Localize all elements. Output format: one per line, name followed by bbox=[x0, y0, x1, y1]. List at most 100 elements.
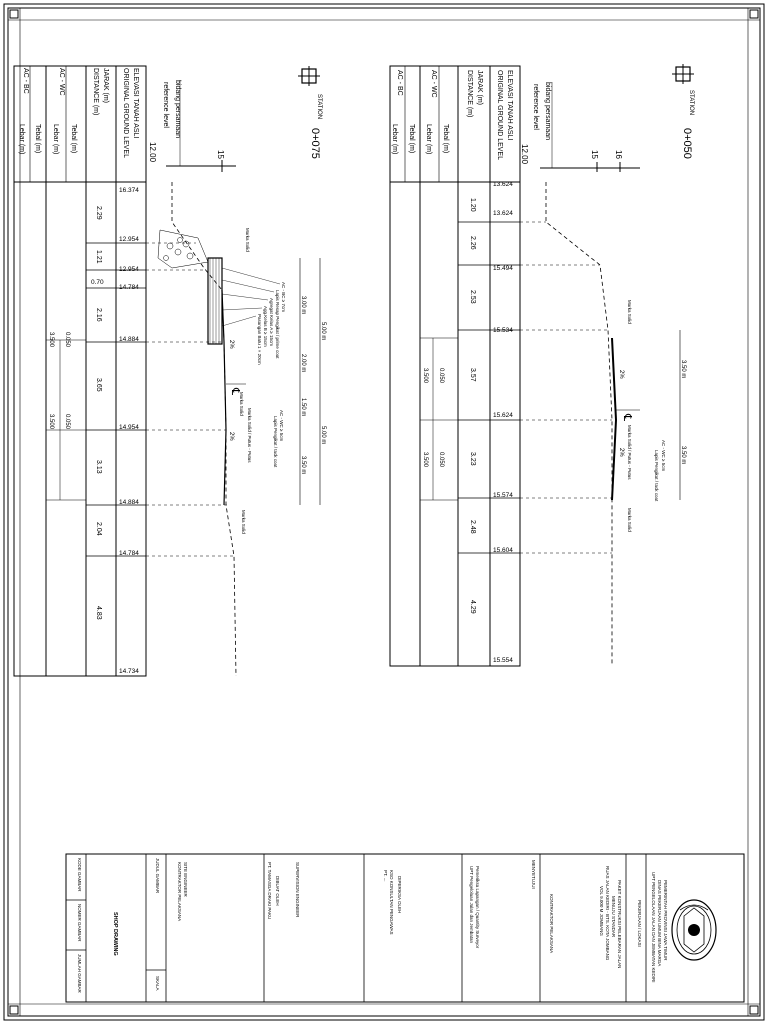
made-line-2: KONTRAKTOR PELAKSANA bbox=[177, 862, 182, 921]
station-marker-075 bbox=[298, 66, 320, 86]
elev-050-6: 15.574 bbox=[493, 492, 513, 499]
dist-050-7: 4.29 bbox=[469, 600, 476, 614]
anno-050-1: Marka Solid bbox=[627, 300, 632, 324]
elev-050-5: 15.624 bbox=[493, 412, 513, 419]
elev-075-8: 14.784 bbox=[119, 550, 139, 557]
inner-frame bbox=[7, 7, 761, 1017]
title-block: PEMERINTAH PROVINSI JAWA TIMUR DINAS PEK… bbox=[65, 853, 745, 1003]
dist-050-1: 1.20 bbox=[469, 198, 476, 212]
dist-075-8: 4.83 bbox=[95, 606, 102, 620]
drawing-title: SHOP DRAWING bbox=[112, 912, 118, 956]
checked-line-1: SUPERVISION ENGINEER bbox=[295, 862, 300, 918]
count-header: JUMLAH GAMBAR bbox=[77, 954, 82, 994]
row-label-elev1-050: ELEVASI TANAH ASLI bbox=[506, 70, 513, 140]
anno-075-3: Lapis Resap Pengikat / prime coat bbox=[275, 290, 280, 359]
anno-075-7: Marka Solid bbox=[239, 392, 244, 416]
elev-075-1: 16.374 bbox=[119, 187, 139, 194]
elev-075-3: 12.954 bbox=[119, 266, 139, 273]
anno-075-9: Lapis Pengikat / tack coat bbox=[273, 416, 278, 468]
scale-tick-050-16: 16 bbox=[614, 150, 623, 159]
ref-label-050-1: bidang persamaan bbox=[544, 82, 551, 140]
dim-bot-075-3: 1.50 m bbox=[300, 398, 306, 416]
section-0-075: STATION 0+075 15 12.00 bidang persamaan … bbox=[13, 65, 326, 677]
anno-075-1: Marka Solid bbox=[245, 228, 250, 252]
elev-075-7: 14.884 bbox=[119, 499, 139, 506]
anno-050-2: AC - WC ≥ 5cm bbox=[661, 440, 666, 471]
row-label-tebal-wc-050: Tebal (m) bbox=[442, 124, 449, 153]
anno-050-4: Marka Solid / Putus - Putus bbox=[627, 425, 632, 480]
row-label-tebal-bc-075: Tebal (m) bbox=[34, 124, 41, 153]
dim-050-1: 3.50 m bbox=[680, 360, 686, 378]
ref-label-075-1: bidang persamaan bbox=[174, 80, 181, 138]
agency-line-3: UPT PENGELOLAAN JALAN DAN JEMBATAN KEDIR… bbox=[651, 872, 656, 983]
corner-mark-bl bbox=[9, 1005, 19, 1015]
made-line-3: PT. TAMASGA DRAKI PAKU bbox=[267, 862, 272, 919]
project-line-4: VOL 9.000 M JOMBANG bbox=[599, 886, 604, 936]
anno-050-3: Lapis Pengikat / tack coat bbox=[654, 450, 659, 502]
row-label-acwc-050: AC - WC bbox=[430, 70, 437, 98]
row-label-dist1-075: JARAK (m) bbox=[102, 68, 109, 103]
approved-line-1: Pemeriksa Lapangan / Quantity Surveyor bbox=[475, 866, 480, 949]
tebal-050-1: 0.050 bbox=[438, 368, 444, 384]
row-label-lebar-bc-050: Lebar (m) bbox=[391, 124, 398, 154]
lebar-050-2: 3.500 bbox=[422, 452, 428, 468]
elev-075-6: 14.954 bbox=[119, 424, 139, 431]
number-header: NOMER GAMBAR bbox=[77, 904, 82, 942]
elev-075-9: 14.734 bbox=[119, 668, 139, 675]
dim-bot-075-2: 2.00 m bbox=[300, 354, 306, 372]
dist-050-5: 3.23 bbox=[469, 452, 476, 466]
row-label-acwc-075: AC - WC bbox=[58, 68, 65, 96]
row-label-tebal-wc-075: Tebal (m) bbox=[70, 124, 77, 153]
dist-075-7: 2.04 bbox=[95, 522, 102, 536]
scale-tick-050-15: 15 bbox=[590, 150, 599, 159]
dist-075-4: 2.16 bbox=[95, 308, 102, 322]
datum-050: 12.00 bbox=[520, 144, 529, 165]
made-line-1: SITE ENGINEER bbox=[183, 862, 188, 898]
row-label-acbc-075: AC - BC bbox=[22, 68, 29, 94]
row-label-lebar-bc-075: Lebar (m) bbox=[18, 124, 25, 154]
corner-mark-tr bbox=[749, 9, 759, 19]
data-table-050 bbox=[389, 65, 521, 667]
dist-075-2: 1.21 bbox=[95, 250, 102, 264]
anno-075-8: AC - WC ≥ 5cm bbox=[279, 410, 284, 441]
row-label-acbc-050: AC - BC bbox=[396, 70, 403, 96]
station-word-050: STATION bbox=[688, 90, 694, 115]
approved-line-2: UPT Pengelolaan Jalan dan Jembatan bbox=[469, 866, 474, 943]
section-0-050: STATION 0+050 15 16 12.00 bidang persama… bbox=[389, 64, 694, 667]
row-label-elev2-075: ORIGINAL GROUND LEVEL bbox=[122, 68, 129, 158]
dist-075-1: 2.29 bbox=[95, 206, 102, 220]
checked-line-2: KSO KONSULTAN PENGAWAS bbox=[389, 870, 394, 935]
anno-075-4: Agregat Kelas A ≥ 15cm bbox=[269, 298, 274, 346]
elev-075-2: 12.954 bbox=[119, 236, 139, 243]
slope-l-050: 2% bbox=[618, 370, 624, 379]
tebal-075-2: 0.050 bbox=[64, 414, 70, 430]
elev-075-5: 14.884 bbox=[119, 336, 139, 343]
lebar-075-2: 3.500 bbox=[48, 414, 54, 430]
station-num-050: 0+050 bbox=[681, 128, 693, 159]
row-label-lebar-wc-050: Lebar (m) bbox=[425, 124, 432, 154]
lebar-075-1: 3.500 bbox=[48, 332, 54, 348]
anno-075-10: Marka Solid / Putus - Putus bbox=[247, 408, 252, 463]
dim-bot-075-4: 3.50 m bbox=[300, 456, 306, 474]
scale-header: SKALA bbox=[155, 976, 160, 991]
data-table-075 bbox=[13, 65, 147, 677]
ref-label-075-2: reference level bbox=[162, 82, 169, 128]
row-label-elev2-050: ORIGINAL GROUND LEVEL bbox=[496, 70, 503, 160]
checked-header: DIPERIKSA OLEH bbox=[397, 876, 402, 913]
elev-050-3: 15.494 bbox=[493, 265, 513, 272]
station-word-075: STATION bbox=[316, 94, 322, 119]
elev-050-4: 15.534 bbox=[493, 327, 513, 334]
centerline-050: ℄ bbox=[621, 413, 633, 421]
anno-075-2: AC - BC ≥ 7cm bbox=[281, 282, 286, 312]
ref-label-050-2: reference level bbox=[532, 84, 539, 130]
centerline-075: ℄ bbox=[229, 387, 241, 395]
tebal-075-1: 0.050 bbox=[64, 332, 70, 348]
slope-l-075: 2% bbox=[228, 340, 234, 349]
row-label-lebar-wc-075: Lebar (m) bbox=[52, 124, 59, 154]
dist-075-6: 3.13 bbox=[95, 460, 102, 474]
outer-frame bbox=[3, 3, 765, 1021]
anno-075-6: Pasangan Batu 1 × 20cm bbox=[257, 314, 262, 365]
dist-050-6: 2.48 bbox=[469, 520, 476, 534]
